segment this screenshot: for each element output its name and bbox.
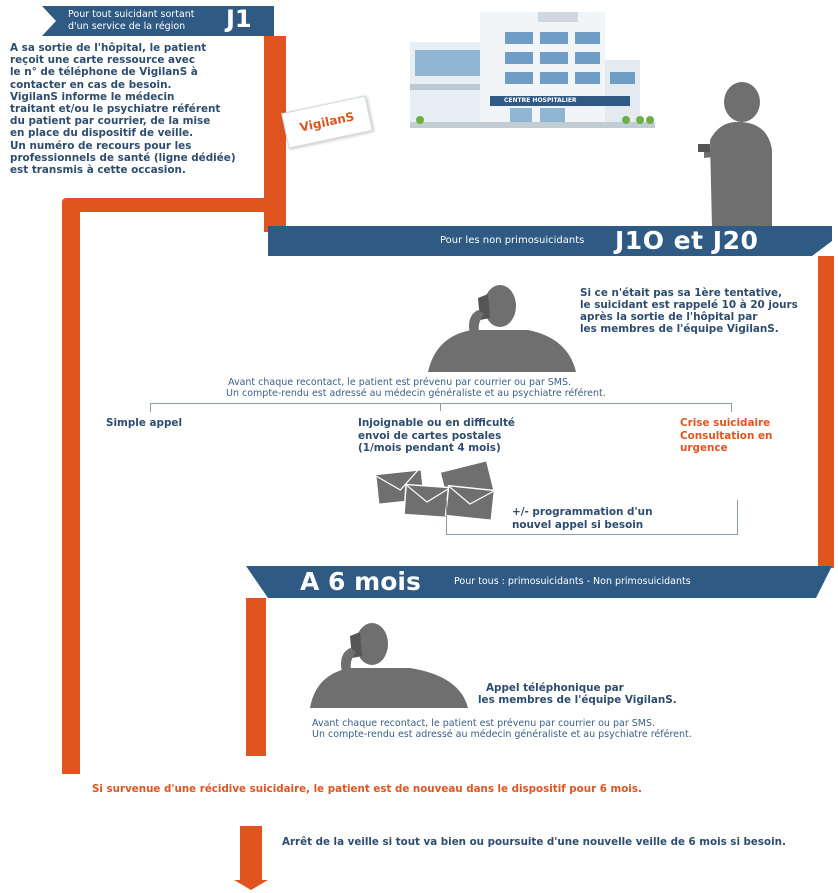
envelopes-icon bbox=[375, 460, 505, 522]
branch-mid-tick bbox=[440, 403, 441, 411]
final-arrow-head bbox=[234, 880, 268, 890]
m6-banner-arrow-right bbox=[816, 566, 832, 598]
j1-line: contacter en cas de besoin. bbox=[10, 78, 172, 91]
notice-line: Un compte-rendu est adressé au médecin g… bbox=[226, 388, 606, 399]
caller-icon bbox=[418, 284, 578, 372]
branch-right-line: Crise suicidaire bbox=[680, 417, 771, 429]
j10-banner-arrow bbox=[812, 226, 832, 256]
j1-banner-notch bbox=[42, 6, 56, 36]
m6-call-text: Appel téléphonique par les membres de l'… bbox=[478, 682, 677, 706]
j1-line: est transmis à cette occasion. bbox=[10, 164, 186, 177]
m6-label: A 6 mois bbox=[300, 567, 421, 596]
j1-line: en place du dispositif de veille. bbox=[10, 127, 194, 140]
notice-line: Avant chaque recontact, le patient est p… bbox=[312, 718, 656, 729]
j1-line: VigilanS informe le médecin bbox=[10, 90, 175, 103]
final-arrow-shaft bbox=[240, 826, 262, 882]
m6-left-connector bbox=[246, 598, 266, 756]
j1-line: Un numéro de recours pour les bbox=[10, 139, 192, 152]
m6-banner-sub: Pour tous : primosuicidants - Non primos… bbox=[454, 576, 691, 587]
callout-line: le suicidant est rappelé 10 à 20 jours bbox=[580, 299, 798, 311]
j10-banner-sub: Pour les non primosuicidants bbox=[440, 235, 585, 246]
j1-orange-connector bbox=[264, 36, 286, 232]
followup-line: nouvel appel si besoin bbox=[512, 519, 644, 531]
recidive-loop-top bbox=[62, 198, 282, 212]
branch-mid-line: (1/mois pendant 4 mois) bbox=[358, 442, 501, 454]
j1-line: le n° de téléphone de VigilanS à bbox=[10, 66, 198, 79]
followup-bracket bbox=[446, 500, 738, 535]
recidive-text: Si survenue d'une récidive suicidaire, l… bbox=[92, 783, 642, 795]
m6-notice: Avant chaque recontact, le patient est p… bbox=[312, 718, 692, 740]
j1-line: professionnels de santé (ligne dédiée) bbox=[10, 151, 236, 164]
branch-right-line: urgence bbox=[680, 442, 728, 454]
final-text: Arrêt de la veille si tout va bien ou po… bbox=[282, 836, 786, 848]
m6-banner-arrow-left bbox=[246, 566, 268, 598]
j1-line: du patient par courrier, de la mise bbox=[10, 115, 211, 128]
j1-paragraph: A sa sortie de l'hôpital, le patient reç… bbox=[10, 42, 272, 176]
callout-line: après la sortie de l'hôpital par bbox=[580, 311, 758, 323]
branch-left: Simple appel bbox=[106, 417, 183, 429]
j10-callout: Si ce n'était pas sa 1ère tentative, le … bbox=[580, 287, 798, 335]
followup-line: +/- programmation d'un bbox=[512, 506, 653, 518]
j10-label: J1O et J20 bbox=[615, 226, 759, 255]
branch-mid-line: envoi de cartes postales bbox=[358, 429, 502, 442]
vigilans-logo-text: VigilanS bbox=[298, 109, 356, 135]
branch-right-line: Consultation en bbox=[680, 429, 773, 442]
call-line: les membres de l'équipe VigilanS. bbox=[478, 694, 677, 706]
m6-banner bbox=[268, 566, 816, 598]
j10-notice: Avant chaque recontact, le patient est p… bbox=[226, 377, 606, 399]
call-line: Appel téléphonique par bbox=[486, 682, 624, 694]
hospital-icon bbox=[410, 12, 660, 132]
followup: +/- programmation d'un nouvel appel si b… bbox=[512, 506, 652, 532]
callout-line: les membres de l'équipe VigilanS. bbox=[580, 323, 779, 335]
j1-label: J1 bbox=[226, 5, 252, 33]
branch-bracket bbox=[150, 403, 732, 412]
phone-user-icon bbox=[690, 80, 790, 228]
notice-line: Avant chaque recontact, le patient est p… bbox=[228, 377, 572, 388]
j1-banner-line2: d'un service de la région bbox=[68, 21, 186, 32]
j10-right-connector bbox=[818, 256, 834, 568]
branch-mid: Injoignable ou en difficulté envoi de ca… bbox=[358, 417, 515, 455]
hospital-sign: CENTRE HOSPITALIER bbox=[504, 97, 577, 104]
recidive-loop-vertical bbox=[62, 206, 80, 774]
j10-banner bbox=[268, 226, 812, 256]
vigilans-logo: VigilanS bbox=[281, 95, 373, 149]
branch-mid-line: Injoignable ou en difficulté bbox=[358, 417, 515, 429]
j1-banner-text: Pour tout suicidant sortant d'un service… bbox=[68, 9, 195, 33]
caller-icon bbox=[310, 622, 470, 708]
j1-line: traitant et/ou le psychiatre référent bbox=[10, 103, 221, 116]
j1-banner bbox=[42, 6, 274, 36]
j1-line: reçoit une carte ressource avec bbox=[10, 54, 196, 67]
notice-line: Un compte-rendu est adressé au médecin g… bbox=[312, 729, 692, 740]
branch-right: Crise suicidaire Consultation en urgence bbox=[680, 417, 772, 455]
j1-banner-line1: Pour tout suicidant sortant bbox=[68, 9, 195, 20]
callout-line: Si ce n'était pas sa 1ère tentative, bbox=[580, 287, 783, 299]
j1-line: A sa sortie de l'hôpital, le patient bbox=[10, 42, 207, 54]
